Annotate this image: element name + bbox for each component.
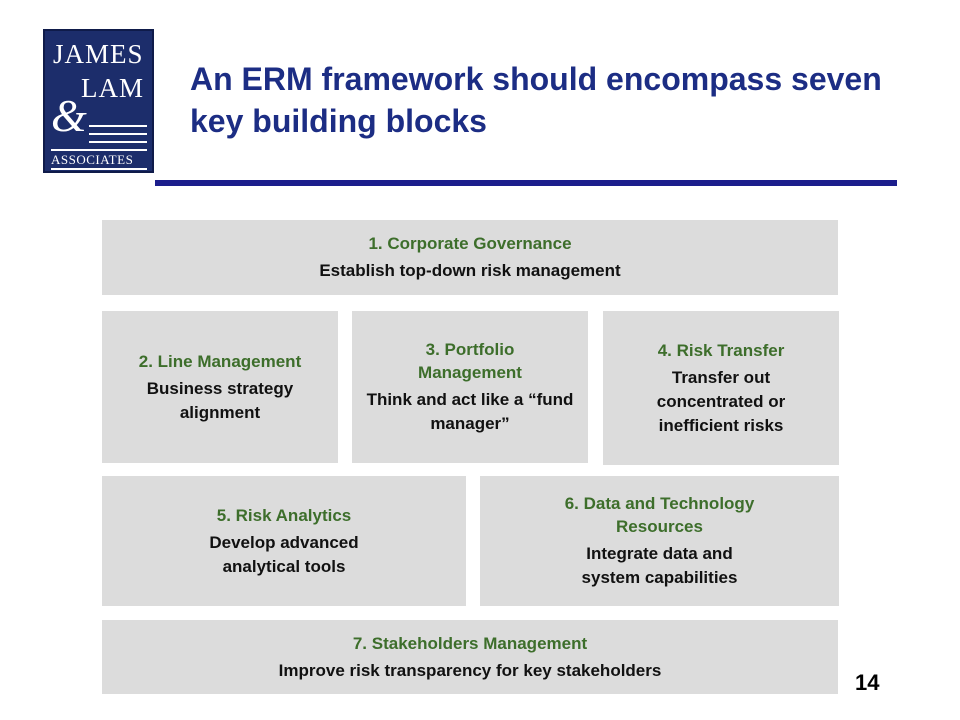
slide-title: An ERM framework should encompass seven …	[190, 61, 882, 139]
company-logo: JAMES LAM & ASSOCIATES	[43, 29, 154, 173]
block-portfolio-management: 3. Portfolio Management Think and act li…	[352, 311, 588, 463]
logo-line	[89, 125, 147, 127]
block-heading: 5. Risk Analytics	[216, 505, 352, 525]
block-description: Think and act like a “fund manager”	[366, 390, 574, 433]
block-description: Establish top-down risk management	[319, 261, 621, 280]
logo-line	[89, 141, 147, 143]
block-heading: 1. Corporate Governance	[368, 234, 572, 253]
logo-text-lam: LAM	[81, 73, 144, 103]
block-description: Improve risk transparency for key stakeh…	[278, 660, 662, 680]
block-description: Integrate data and system capabilities	[581, 544, 738, 587]
page-number: 14	[855, 670, 880, 695]
block-risk-transfer: 4. Risk Transfer Transfer out concentrat…	[603, 311, 839, 465]
block-heading: 4. Risk Transfer	[657, 340, 785, 360]
block-heading: 3. Portfolio Management	[418, 340, 522, 382]
block-heading: 2. Line Management	[138, 351, 302, 371]
logo-text-james: JAMES	[53, 39, 144, 69]
block-heading: 6. Data and Technology Resources	[564, 494, 755, 536]
block-description: Develop advanced analytical tools	[209, 532, 359, 576]
block-corporate-governance: 1. Corporate Governance Establish top-do…	[102, 220, 838, 295]
block-description: Transfer out concentrated or inefficient…	[656, 367, 786, 435]
logo-ampersand: &	[51, 90, 87, 141]
logo-line	[89, 133, 147, 135]
block-description: Business strategy alignment	[146, 378, 294, 422]
block-heading: 7. Stakeholders Management	[352, 633, 588, 653]
block-risk-analytics: 5. Risk Analytics Develop advanced analy…	[102, 476, 466, 606]
logo-text-associates: ASSOCIATES	[51, 152, 134, 167]
logo-line	[51, 149, 147, 151]
title-divider	[155, 180, 897, 186]
block-data-technology-resources: 6. Data and Technology Resources Integra…	[480, 476, 839, 606]
block-line-management: 2. Line Management Business strategy ali…	[102, 311, 338, 463]
logo-line	[51, 168, 147, 170]
block-stakeholders-management: 7. Stakeholders Management Improve risk …	[102, 620, 838, 694]
